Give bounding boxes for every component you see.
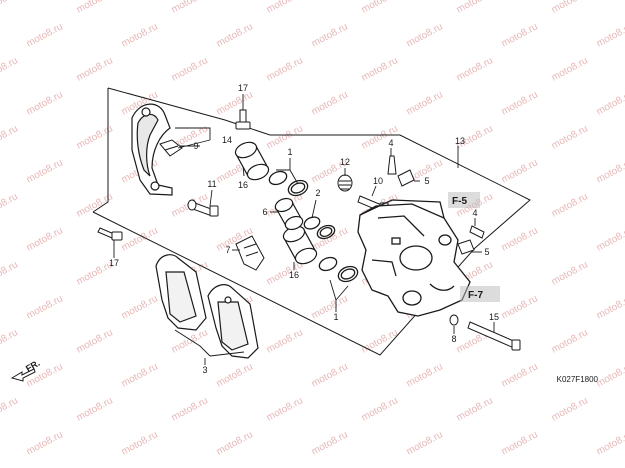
- callout-1-bottom: 1: [333, 312, 338, 322]
- piston-16-top: [234, 141, 270, 181]
- ref-f7: F-7: [468, 290, 483, 301]
- callout-12: 12: [340, 157, 350, 167]
- reference-marks: [448, 192, 500, 302]
- ref-f5: F-5: [452, 196, 467, 207]
- caliper-body: [357, 199, 471, 317]
- callout-17-bottom: 17: [109, 258, 119, 268]
- brake-pad-inner: [207, 284, 259, 359]
- piston-16-bottom: [282, 225, 318, 265]
- boot-12: [337, 174, 353, 192]
- callout-17-top: 17: [238, 83, 248, 93]
- callout-5-right: 5: [484, 247, 489, 257]
- cap-8: [449, 314, 459, 326]
- bleeder-screw-right: [457, 225, 485, 255]
- callout-2: 2: [315, 188, 320, 198]
- pad-retainer-clip: [159, 139, 183, 157]
- pad-pin-15: [467, 321, 521, 351]
- callout-labels: 17 14 9 17 11 16 1 2 6 7 16 1 12 10 4 5 …: [109, 83, 499, 375]
- diagram-code: K027F1800: [557, 375, 599, 384]
- callout-8: 8: [451, 334, 456, 344]
- brake-pad-outer: [155, 254, 207, 331]
- mounting-bolt-17-top: [235, 109, 251, 130]
- callout-1-top: 1: [287, 147, 292, 157]
- bleeder-screw-top: [387, 155, 415, 187]
- callout-15: 15: [489, 312, 499, 322]
- callout-5-top: 5: [424, 176, 429, 186]
- callout-13: 13: [455, 136, 465, 146]
- leader-lines: [113, 94, 495, 365]
- front-direction-arrow: FR.: [10, 358, 42, 382]
- pin-bolt-11: [187, 199, 219, 217]
- caliper-bracket: [131, 103, 173, 196]
- callout-4-top: 4: [388, 138, 393, 148]
- callout-11: 11: [207, 179, 216, 189]
- piston-6: [274, 197, 304, 231]
- seal-rings: [268, 170, 359, 283]
- reference-labels: F-5 F-7: [452, 196, 483, 301]
- callout-3: 3: [202, 365, 207, 375]
- callout-16-bottom: 16: [289, 270, 299, 280]
- callout-9: 9: [193, 141, 198, 151]
- callout-7: 7: [225, 245, 230, 255]
- callout-10: 10: [373, 176, 383, 186]
- front-label: FR.: [24, 358, 42, 374]
- callout-4-right: 4: [472, 208, 477, 218]
- callout-6: 6: [262, 207, 267, 217]
- mounting-bolt-17-bottom: [97, 227, 123, 241]
- callout-16-top: 16: [238, 180, 248, 190]
- pad-spring-7: [235, 235, 265, 271]
- callout-14: 14: [222, 135, 232, 145]
